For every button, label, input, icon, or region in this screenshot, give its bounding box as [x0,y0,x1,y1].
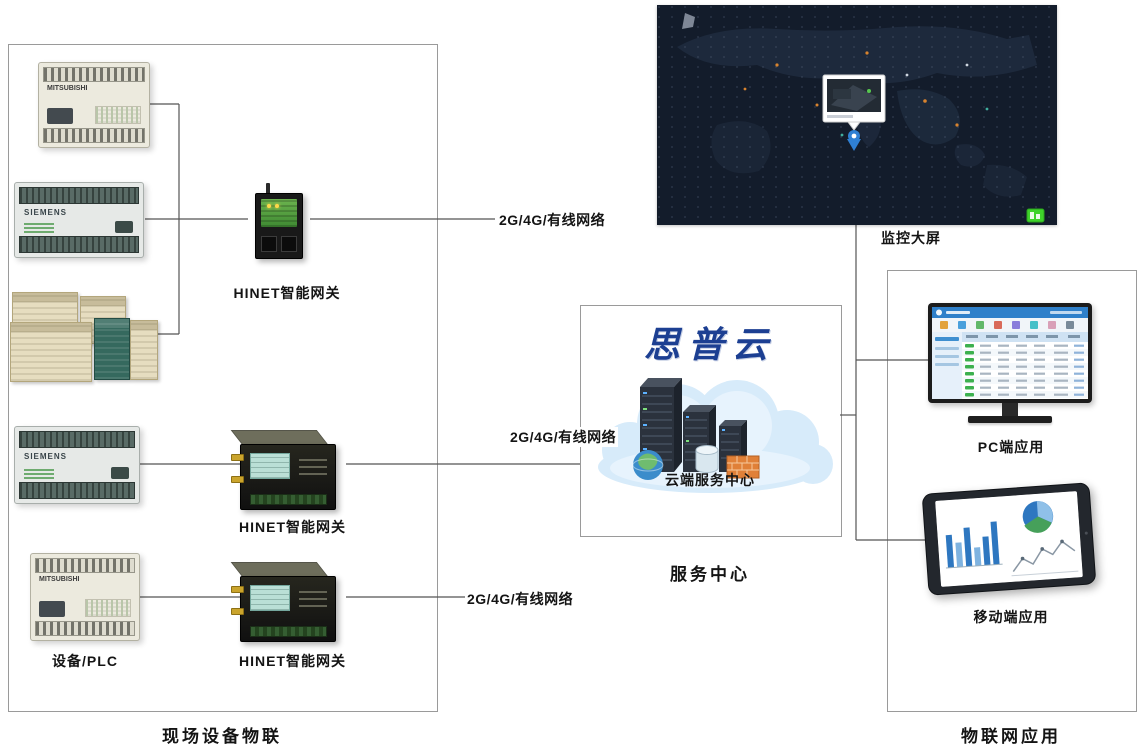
gateway1-label: HINET智能网关 [233,285,341,301]
plc-module [94,318,130,380]
plc-mitsubishi-1: MITSUBISHI [38,62,150,148]
toolbar-icons [940,321,1074,329]
hinet-gateway-3 [230,562,346,642]
terminal-strip [43,67,145,82]
mitsubishi-brand-text: MITSUBISHI [39,576,80,583]
antenna-connector-icon [231,608,244,615]
ethernet-ports [261,236,297,252]
table-header [966,335,1080,338]
bar-chart [945,521,1000,568]
plc-module [10,322,92,382]
monitoring-screen [657,5,1057,225]
monitor-stand-neck [1002,403,1018,416]
led-indicator [275,204,279,208]
gateway2-label: HINET智能网关 [239,519,346,535]
monitoring-screen-label: 监控大屏 [881,230,941,246]
terminal-strip [43,128,145,143]
mobile-app-screen [935,491,1083,587]
pc-monitor [928,303,1092,423]
map-decoration [682,13,695,29]
map-city-dots [743,51,989,137]
antenna-icon [266,183,270,195]
database-icon [695,445,719,473]
terminal-strip [19,482,135,499]
field-devices-title: 现场设备物联 [162,727,282,746]
device-plc-label: 设备/PLC [52,653,118,669]
cloud-servers-illustration [598,378,833,493]
mobile-app-label: 移动端应用 [973,609,1049,625]
pc-app-screen [932,307,1088,399]
terminal-strip [35,621,135,636]
plc-mitsubishi-2: MITSUBISHI [30,553,140,641]
monitor-bezel [928,303,1092,403]
siemens-brand-text: SIEMENS [24,452,68,461]
plc-display [39,601,65,617]
network-label-1: 2G/4G/有线网络 [497,210,608,230]
map-legend-icon [1026,208,1045,223]
gateway-label-text [299,587,327,607]
antenna-connector-icon [231,476,244,483]
monitor-stand-base [968,416,1052,423]
tablet-charts [935,491,1083,587]
globe-icon [632,450,664,480]
gateway-front-panel [261,199,297,227]
antenna-connector-icon [231,454,244,461]
network-label-3: 2G/4G/有线网络 [465,589,576,609]
network-label-2: 2G/4G/有线网络 [508,427,619,447]
cloud-center-label: 云端服务中心 [665,472,755,488]
plc-module [130,320,158,380]
tablet-device [921,482,1097,596]
plc-display [47,108,73,124]
terminal-block [250,626,327,637]
gateway-label-text [299,455,327,475]
service-center-title: 服务中心 [670,565,750,584]
plc-port [115,221,133,233]
cloud-brand-title: 思普云 [643,325,776,365]
antenna-connector-icon [231,586,244,593]
plc-led-array [24,467,54,479]
iot-apps-title: 物联网应用 [961,727,1061,746]
plc-siemens-2: SIEMENS [14,426,140,504]
plc-led-array [24,221,54,233]
terminal-strip [35,558,135,573]
hinet-gateway-2 [230,430,346,510]
hinet-gateway-1 [248,183,310,259]
gateway-screen [250,453,290,479]
siemens-brand-text: SIEMENS [24,208,68,217]
plc-stack-image [10,288,158,382]
terminal-strip [19,236,139,253]
led-indicator [267,204,271,208]
firewall-icon [726,455,760,479]
terminal-strip [19,431,135,448]
mitsubishi-brand-text: MITSUBISHI [47,85,88,92]
pc-app-label: PC端应用 [977,439,1045,455]
line-chart [1011,539,1079,577]
pie-chart [1022,501,1054,533]
plc-siemens-1: SIEMENS [14,182,144,258]
terminal-block [250,494,327,505]
gateway3-label: HINET智能网关 [239,653,346,669]
gateway-screen [250,585,290,611]
map-popup [822,74,886,131]
plc-led-array [95,106,141,124]
map-pin-icon [847,130,861,151]
terminal-strip [19,187,139,204]
plc-led-array [85,599,131,617]
plc-port [111,467,129,479]
world-map [657,5,1057,225]
